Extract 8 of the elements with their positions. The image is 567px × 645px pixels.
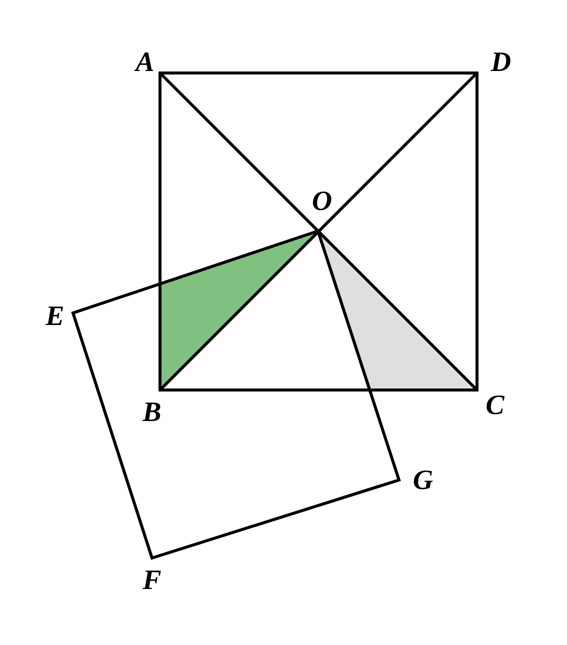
point-label: D xyxy=(490,49,512,77)
point-label: B xyxy=(142,399,162,427)
point-label: E xyxy=(46,303,64,331)
point-label: F xyxy=(142,567,162,595)
point-label: G xyxy=(412,467,434,495)
point-label: O xyxy=(312,188,332,216)
point-label: A xyxy=(136,49,154,77)
point-label: C xyxy=(486,392,504,420)
